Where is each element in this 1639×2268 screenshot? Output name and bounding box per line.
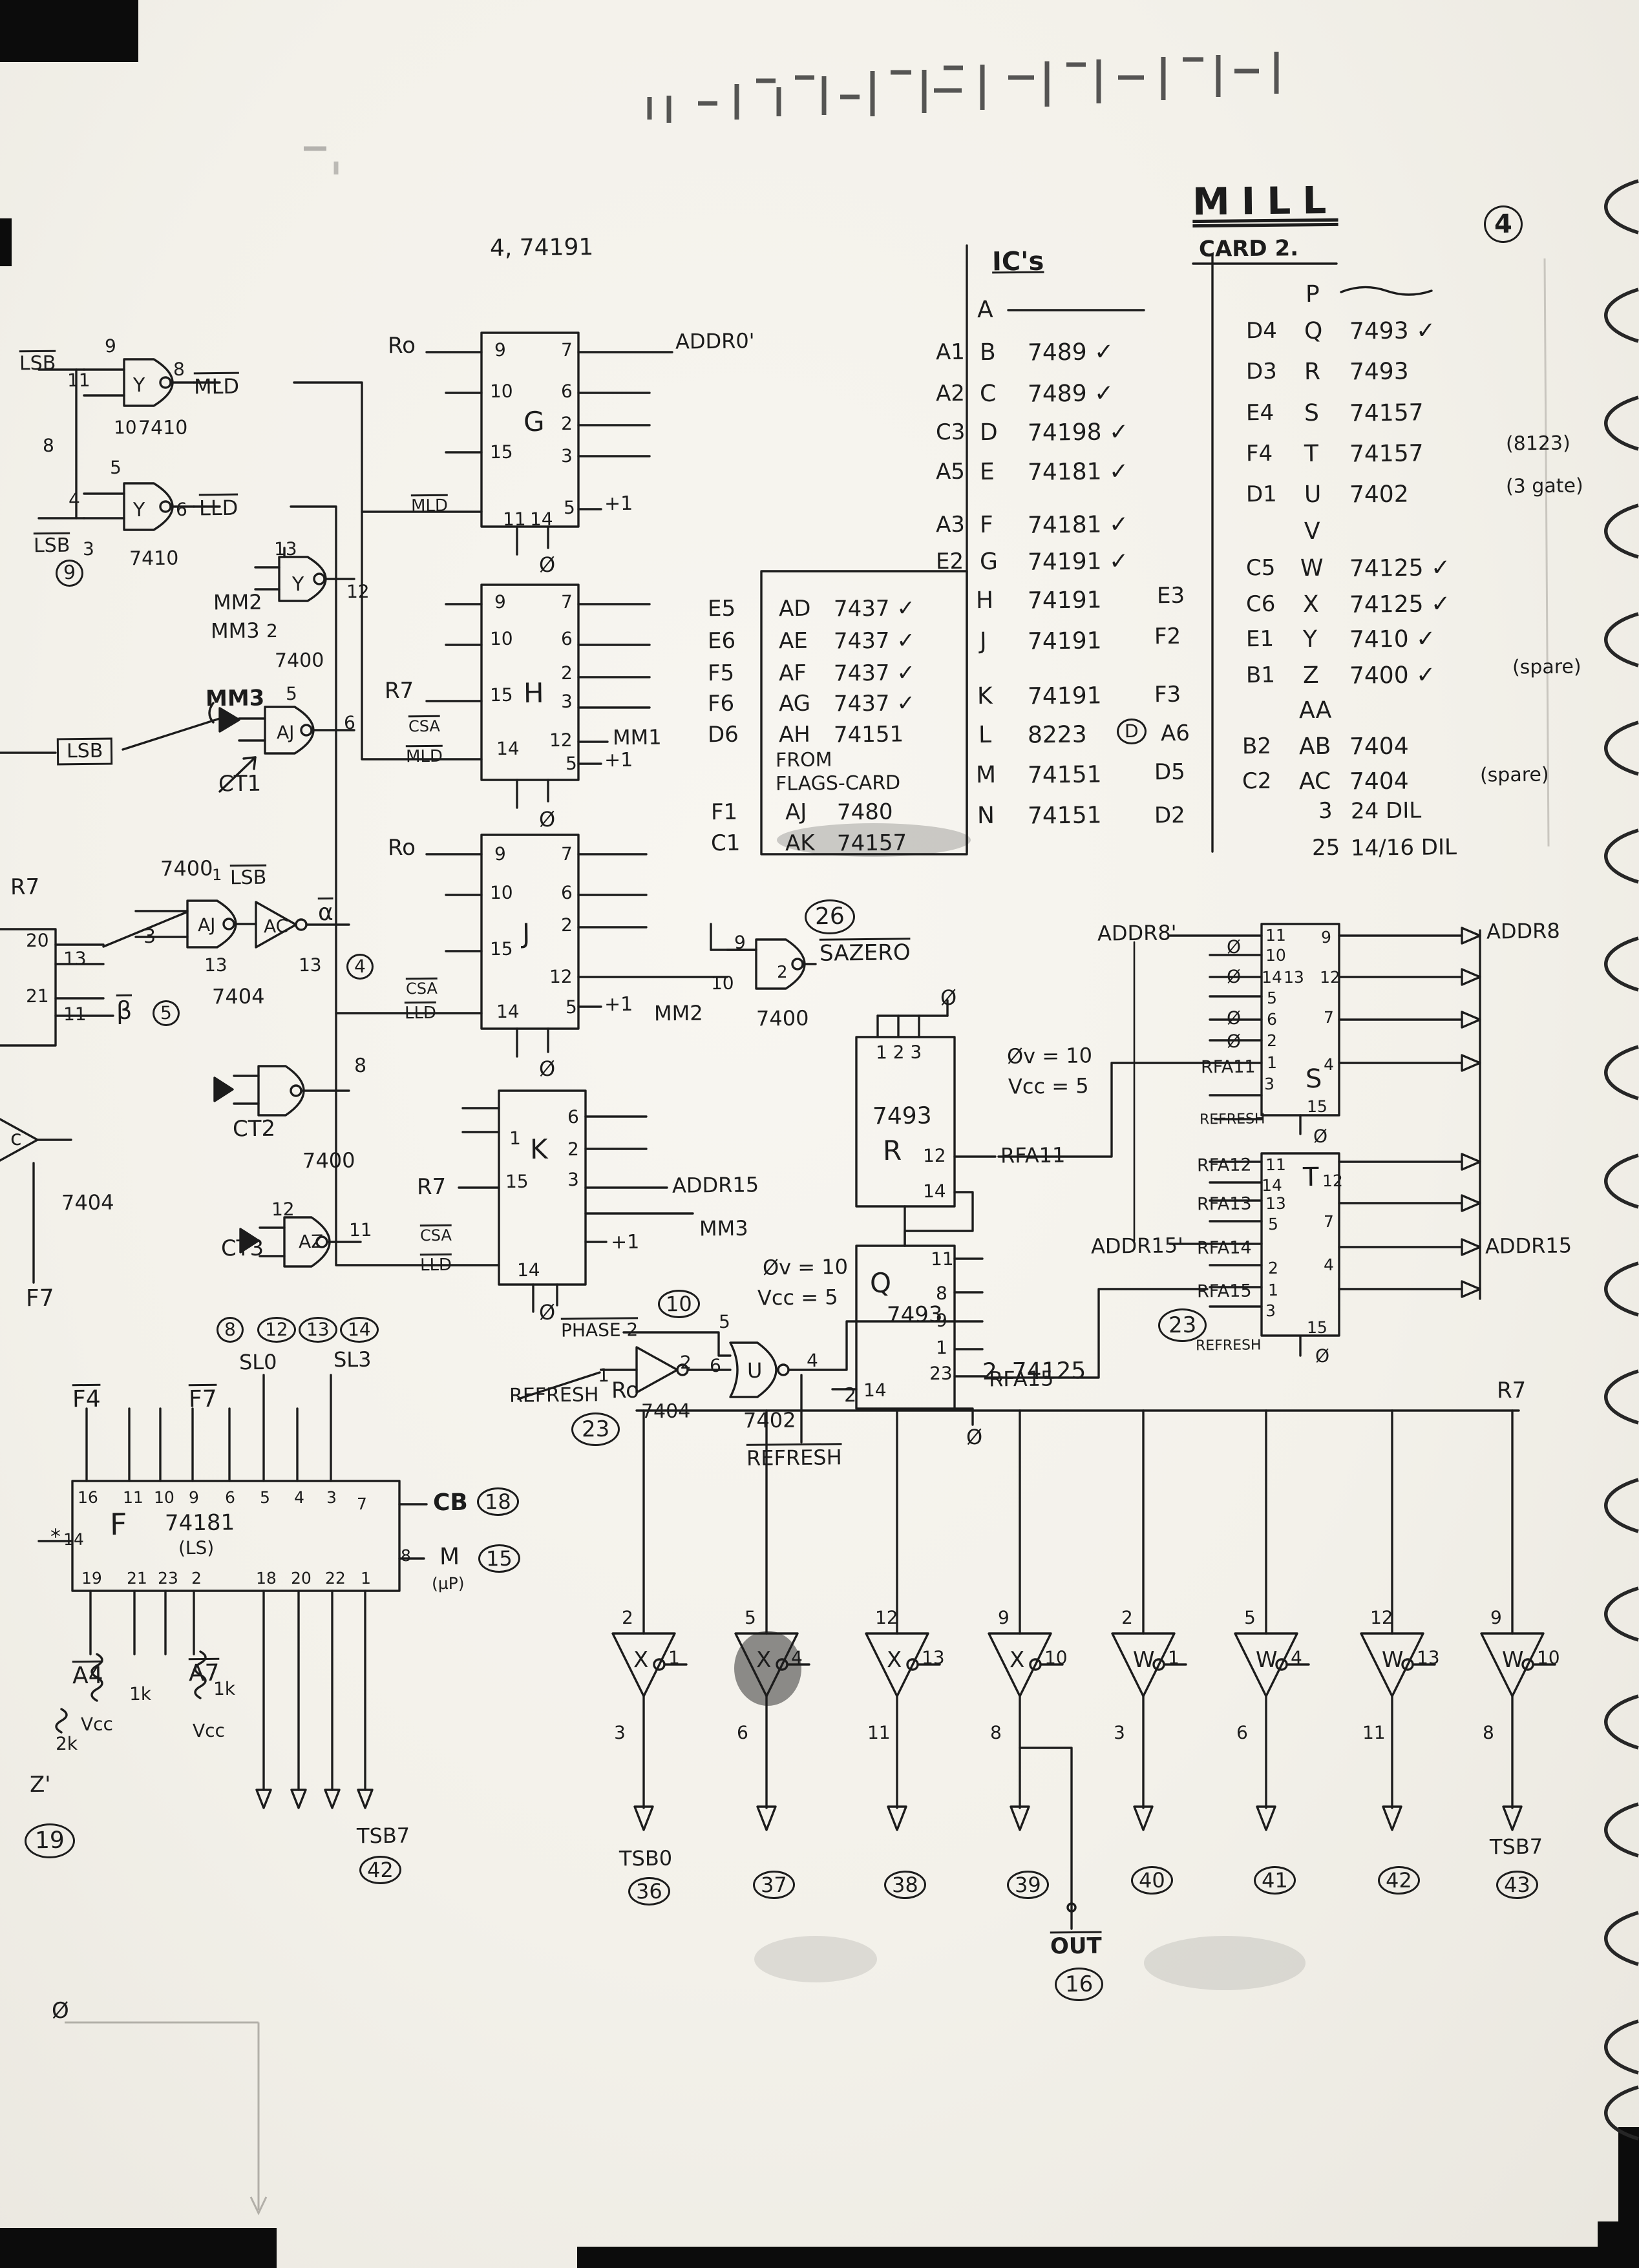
buffer-pin-bottom: 6 xyxy=(1236,1721,1248,1744)
buffer-pin-enable: 4 xyxy=(790,1646,803,1669)
smudges xyxy=(734,823,1306,1990)
buffer-gate-letter: W xyxy=(1381,1646,1404,1674)
buffer-pin-bottom: 11 xyxy=(1362,1721,1386,1744)
buffer-gate-letter: X xyxy=(886,1646,902,1674)
buffer-pin-enable: 10 xyxy=(1536,1646,1560,1669)
buffer-pin-top: 12 xyxy=(1369,1606,1393,1629)
buffer-gate-letter: W xyxy=(1132,1646,1155,1674)
buffer-pin-top: 9 xyxy=(997,1606,1010,1629)
buffer-right-rail: R7 xyxy=(1496,1377,1527,1404)
buffer-pin-top: 5 xyxy=(744,1606,756,1629)
buffer-gate-letter: W xyxy=(1501,1646,1524,1674)
buffer-pin-enable: 13 xyxy=(921,1646,945,1669)
linework xyxy=(0,244,1556,1930)
buffer-pin-top: 2 xyxy=(1121,1606,1133,1629)
buffer-left-rail: Ro xyxy=(611,1377,640,1404)
buffer-pin-enable: 1 xyxy=(668,1646,680,1669)
buffer-pin-top: 9 xyxy=(1490,1606,1502,1629)
buffer-pin-bottom: 11 xyxy=(867,1721,891,1744)
buffer-pin-bottom: 3 xyxy=(613,1721,626,1744)
binder-marks xyxy=(1604,179,1639,2141)
buffer-gate-letter: X xyxy=(633,1646,649,1674)
scan-noise xyxy=(304,52,1279,174)
buffer-gate-letter: X xyxy=(1009,1646,1025,1674)
buffer-pin-enable: 10 xyxy=(1044,1646,1068,1669)
buffer-pin-enable: 4 xyxy=(1290,1646,1302,1669)
buffer-pin-bottom: 3 xyxy=(1113,1721,1125,1744)
buffer-pin-bottom: 6 xyxy=(736,1721,748,1744)
buffer-pin-top: 2 xyxy=(621,1606,633,1629)
buffer-pin-bottom: 8 xyxy=(989,1721,1002,1744)
buffer-gate-letter: W xyxy=(1255,1646,1278,1674)
buffer-gate-letter: X xyxy=(756,1646,772,1674)
buffer-chip-label: 2, 74125 xyxy=(982,1358,1086,1385)
buffer-pin-bottom: 8 xyxy=(1482,1721,1494,1744)
buffer-pin-enable: 13 xyxy=(1416,1646,1440,1669)
buffer-pin-top: 5 xyxy=(1243,1606,1256,1629)
buffer-pin-top: 12 xyxy=(874,1606,898,1629)
buffer-pin-enable: 1 xyxy=(1167,1646,1179,1669)
